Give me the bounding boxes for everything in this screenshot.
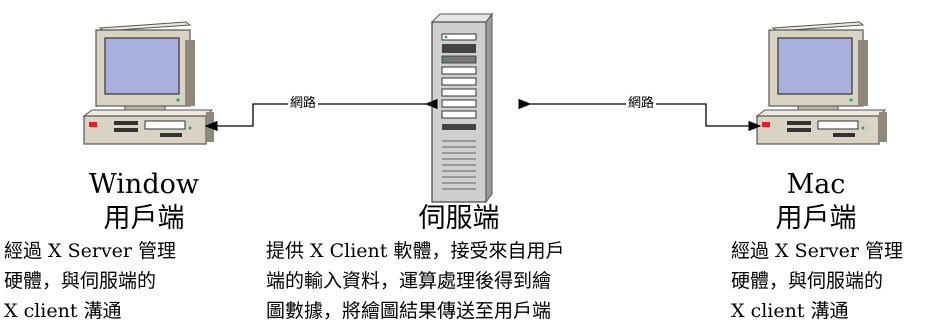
left-node-title-line-2: 用戶端 <box>103 203 185 234</box>
left-desc-line-1: 經過 X Server 管理 <box>4 240 177 262</box>
center-node-title: 伺服端 <box>389 202 529 236</box>
right-desc-line-2: 硬體，與伺服端的 <box>731 270 884 292</box>
left-node-title: Window 用戶端 <box>70 168 218 236</box>
left-network-label: 網路 <box>288 96 319 112</box>
right-node-title-line-2: 用戶端 <box>775 203 857 234</box>
center-desc-line-3: 圖數據，將繪圖結果傳送至用戶端 <box>266 300 552 322</box>
right-node-title-line-1: Mac <box>786 169 846 200</box>
right-network-label: 網路 <box>626 96 657 112</box>
server-tower-icon <box>430 12 493 204</box>
right-desc-line-3: X client 溝通 <box>731 300 849 322</box>
center-node-description: 提供 X Client 軟體，接受來自用戶 端的輸入資料，運算處理後得到繪 圖數… <box>266 236 564 326</box>
right-computer-icon <box>755 21 887 145</box>
center-desc-line-2: 端的輸入資料，運算處理後得到繪 <box>266 270 552 292</box>
left-node-title-line-1: Window <box>89 169 199 200</box>
left-node-description: 經過 X Server 管理 硬體，與伺服端的 X client 溝通 <box>4 236 176 326</box>
right-node-title: Mac 用戶端 <box>746 168 886 236</box>
left-network-line <box>204 98 438 132</box>
right-network-line <box>518 98 762 132</box>
right-node-description: 經過 X Server 管理 硬體，與伺服端的 X client 溝通 <box>731 236 903 326</box>
left-desc-line-2: 硬體，與伺服端的 <box>4 270 157 292</box>
right-desc-line-1: 經過 X Server 管理 <box>731 240 904 262</box>
left-desc-line-3: X client 溝通 <box>4 300 122 322</box>
center-node-title-line-1: 伺服端 <box>418 203 500 234</box>
left-computer-icon <box>82 21 214 145</box>
center-desc-line-1: 提供 X Client 軟體，接受來自用戶 <box>266 240 565 262</box>
